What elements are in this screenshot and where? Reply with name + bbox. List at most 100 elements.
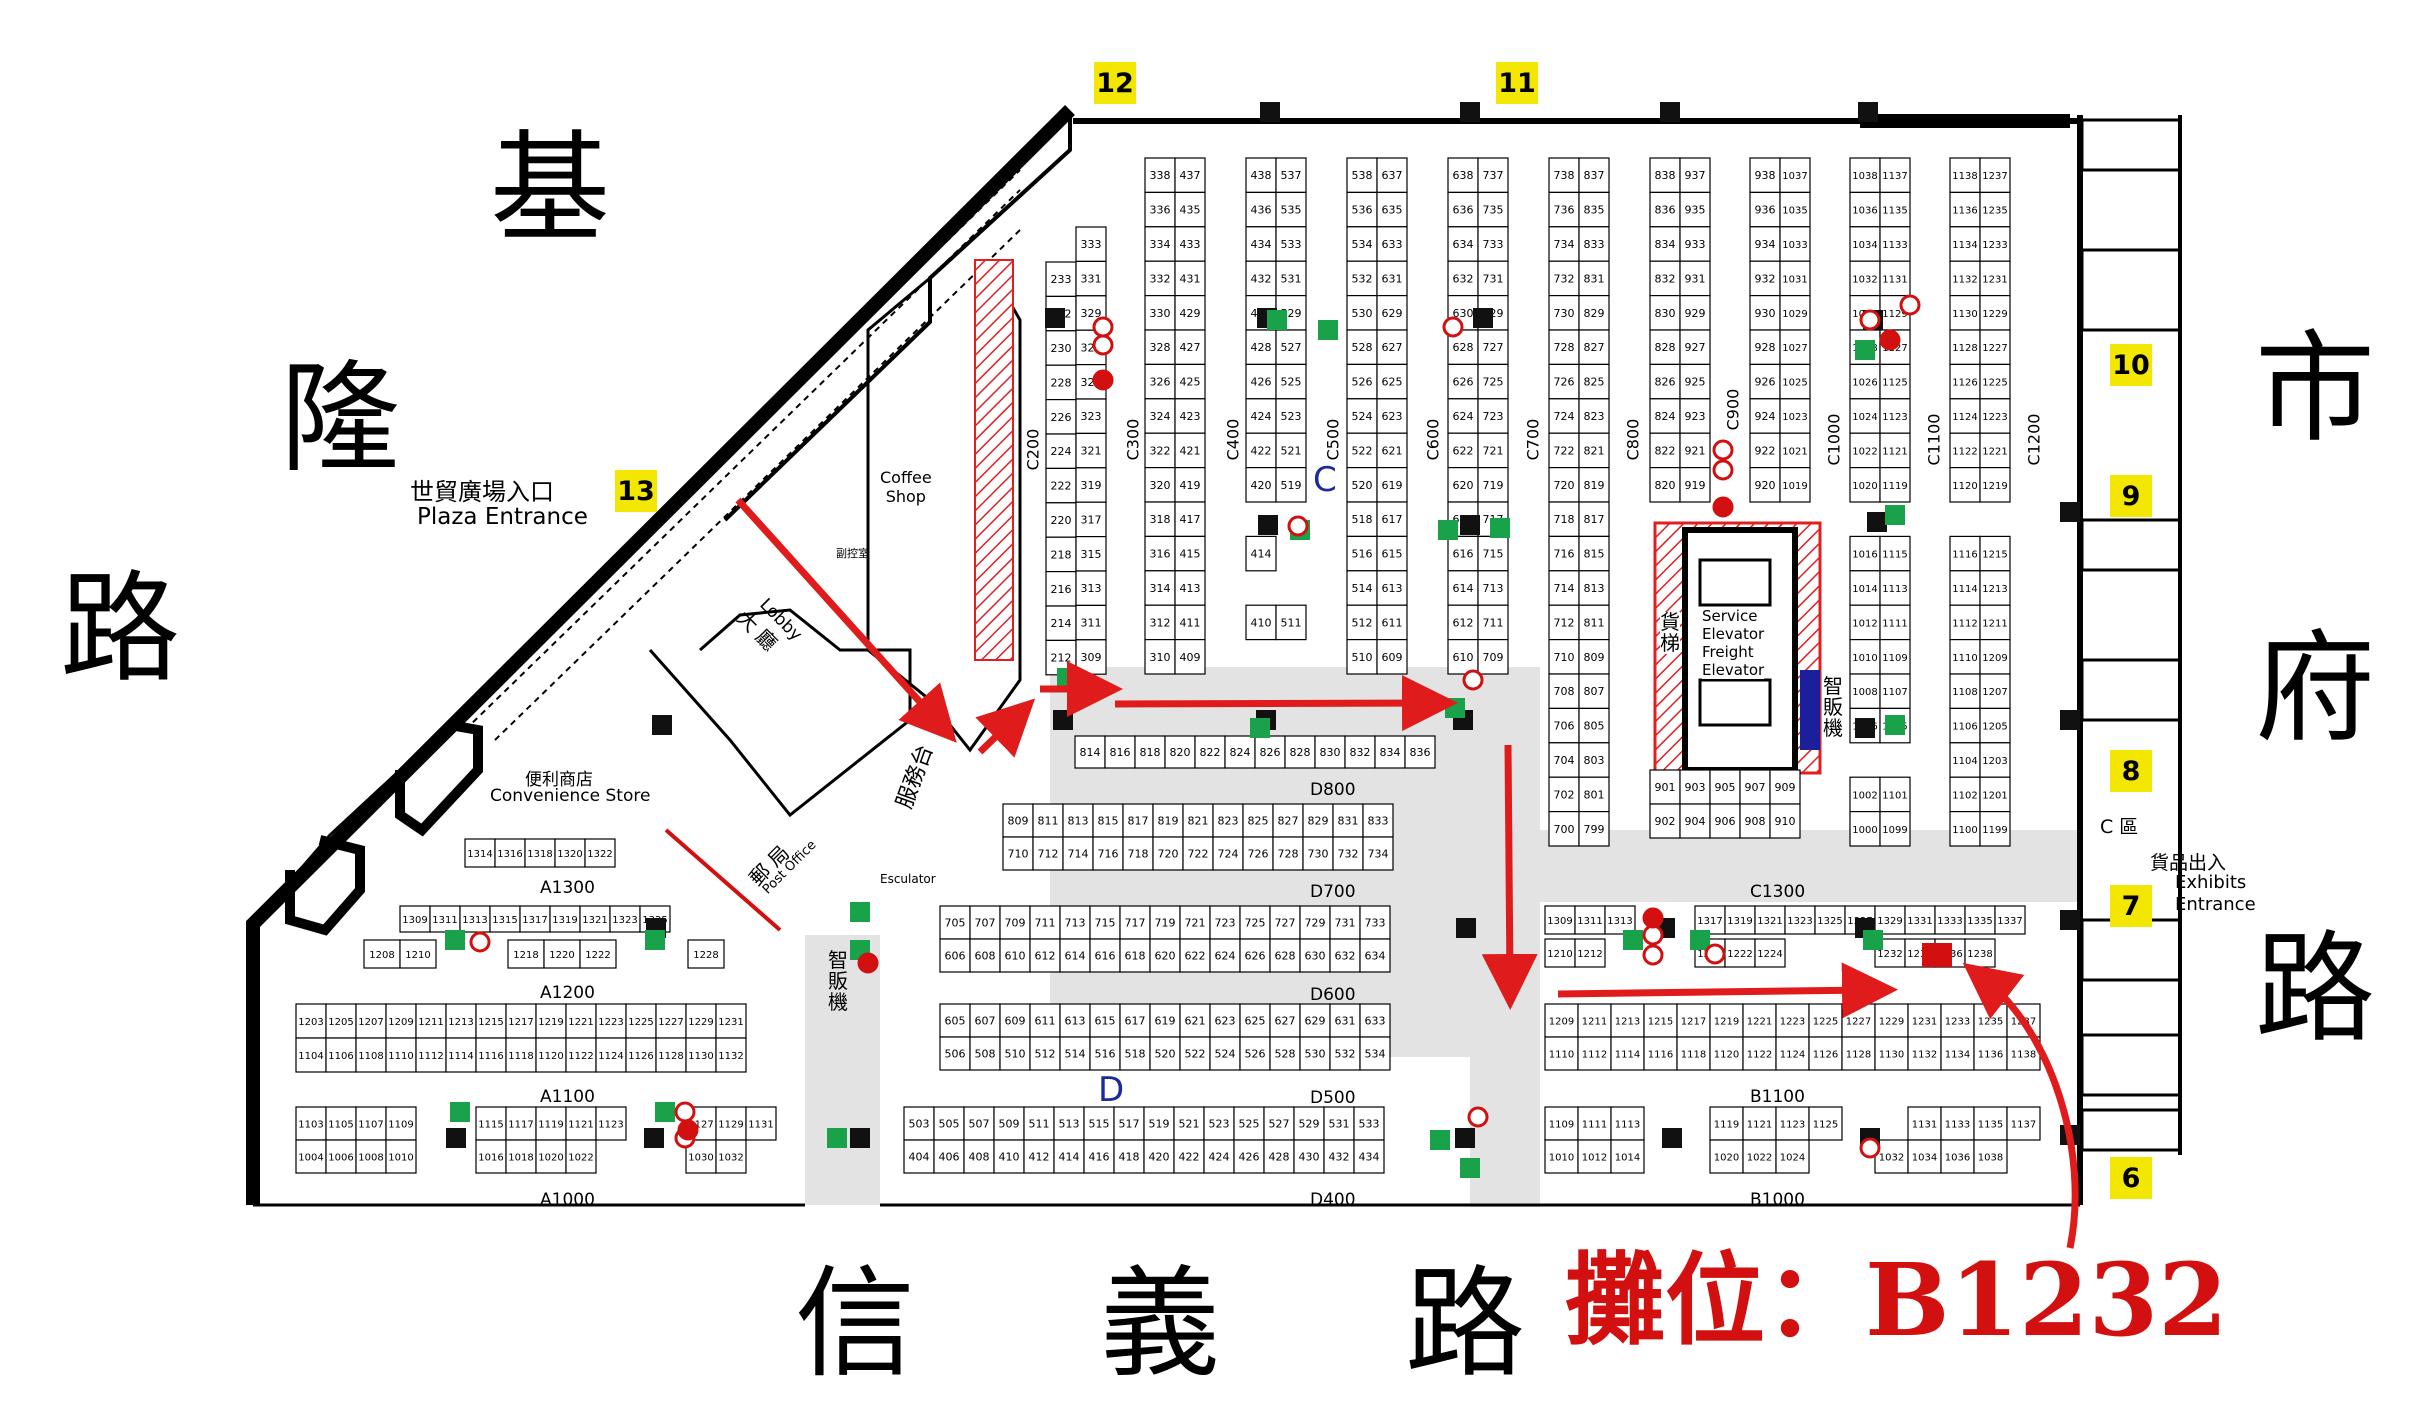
- booth-d600[interactable]: 615: [1089, 1003, 1121, 1038]
- booth-a1200[interactable]: 1205: [325, 1003, 357, 1039]
- booth-c[interactable]: 1114: [1949, 570, 1981, 606]
- booth-c[interactable]: 520: [1346, 467, 1378, 503]
- booth-c[interactable]: 411: [1174, 604, 1206, 641]
- booth-c200[interactable]: 218: [1045, 536, 1077, 573]
- booth-c300[interactable]: 333: [1075, 226, 1107, 263]
- booth-c[interactable]: 930: [1749, 295, 1781, 331]
- booth-c[interactable]: 635: [1376, 191, 1408, 228]
- booth-a1200[interactable]: 1213: [445, 1003, 477, 1039]
- booth-c[interactable]: 614: [1447, 570, 1479, 606]
- booth-c1300[interactable]: 1325: [1814, 905, 1846, 935]
- booth-d500[interactable]: 521: [1173, 1106, 1205, 1141]
- booth-c[interactable]: 617: [1376, 501, 1408, 538]
- booth-c[interactable]: 1106: [1949, 707, 1981, 744]
- booth-a1300[interactable]: 1309: [399, 905, 431, 933]
- booth-b1000[interactable]: 1010: [1544, 1139, 1579, 1174]
- booth-c[interactable]: 805: [1578, 707, 1610, 744]
- booth-a1100[interactable]: 1104: [295, 1037, 327, 1073]
- booth-c[interactable]: 828: [1649, 329, 1681, 366]
- booth-c[interactable]: 933: [1679, 226, 1711, 262]
- booth-c[interactable]: 937: [1679, 157, 1711, 194]
- booth-d600[interactable]: 609: [999, 1003, 1031, 1038]
- booth-c[interactable]: 316: [1144, 535, 1176, 572]
- booth-d700[interactable]: 734: [1362, 836, 1394, 871]
- booth-b1100[interactable]: 1123: [1775, 1106, 1810, 1141]
- booth-c[interactable]: 1223: [1979, 398, 2011, 434]
- booth-c[interactable]: 923: [1679, 398, 1711, 434]
- booth-c[interactable]: 712: [1548, 604, 1580, 641]
- booth-c[interactable]: 829: [1578, 295, 1610, 331]
- booth-d700[interactable]: 712: [1032, 836, 1064, 871]
- booth-a1100[interactable]: 1120: [535, 1037, 567, 1073]
- booth-c[interactable]: 714: [1548, 570, 1580, 606]
- booth-c[interactable]: 625: [1376, 363, 1408, 400]
- booth-c[interactable]: 1119: [1879, 467, 1911, 503]
- booth-c[interactable]: 1199: [1979, 810, 2011, 847]
- booth-c[interactable]: 1029: [1779, 295, 1811, 331]
- booth-d700[interactable]: 731: [1329, 905, 1361, 940]
- booth-c[interactable]: 609: [1376, 638, 1408, 675]
- booth-c[interactable]: 1021: [1779, 432, 1811, 469]
- booth-c[interactable]: 926: [1749, 363, 1781, 400]
- booth-d600[interactable]: 629: [1299, 1003, 1331, 1038]
- booth-a1200[interactable]: 1228: [687, 939, 725, 969]
- booth-a1100[interactable]: 1119: [535, 1106, 567, 1141]
- booth-c[interactable]: 511: [1275, 604, 1307, 641]
- booth-c[interactable]: 719: [1477, 467, 1509, 503]
- booth-c[interactable]: 921: [1679, 432, 1711, 469]
- booth-c[interactable]: 1131: [1879, 260, 1911, 297]
- booth-d700[interactable]: 714: [1062, 836, 1094, 871]
- booth-b1100[interactable]: 1135: [1973, 1106, 2008, 1141]
- booth-c[interactable]: 1124: [1949, 398, 1981, 434]
- booth-c[interactable]: 927: [1679, 329, 1711, 366]
- booth-c[interactable]: 523: [1275, 398, 1307, 434]
- booth-c[interactable]: 1112: [1949, 604, 1981, 641]
- booth-d600[interactable]: 622: [1179, 938, 1211, 973]
- booth-c1300[interactable]: 1212: [1574, 938, 1606, 968]
- booth-b1100[interactable]: 1132: [1907, 1036, 1942, 1071]
- booth-c[interactable]: 429: [1174, 295, 1206, 331]
- booth-c[interactable]: 619: [1376, 467, 1408, 503]
- booth-d600[interactable]: 632: [1329, 938, 1361, 973]
- booth-c[interactable]: 1036: [1849, 191, 1881, 228]
- booth-d600[interactable]: 605: [939, 1003, 971, 1038]
- booth-c[interactable]: 1100: [1949, 810, 1981, 847]
- booth-d700[interactable]: 707: [969, 905, 1001, 940]
- booth-c[interactable]: 938: [1749, 157, 1781, 194]
- booth-c[interactable]: 535: [1275, 191, 1307, 228]
- booth-c[interactable]: 928: [1749, 329, 1781, 366]
- booth-c[interactable]: 528: [1346, 329, 1378, 366]
- booth-a1100[interactable]: 1105: [325, 1106, 357, 1141]
- booth-a1200[interactable]: 1209: [385, 1003, 417, 1039]
- booth-b1100[interactable]: 1112: [1577, 1036, 1612, 1071]
- booth-b1000[interactable]: 1034: [1907, 1139, 1942, 1174]
- booth-c[interactable]: 1034: [1849, 226, 1881, 262]
- booth-d800[interactable]: 809: [1002, 803, 1034, 838]
- booth-c1300[interactable]: 1331: [1904, 905, 1936, 935]
- booth-c[interactable]: 332: [1144, 260, 1176, 297]
- booth-d700[interactable]: 727: [1269, 905, 1301, 940]
- booth-c[interactable]: 1203: [1979, 742, 2011, 778]
- booth-d400[interactable]: 412: [1023, 1139, 1055, 1174]
- booth-c[interactable]: 1207: [1979, 673, 2011, 710]
- booth-c[interactable]: 720: [1548, 467, 1580, 503]
- booth-d800[interactable]: 830: [1314, 735, 1346, 769]
- booth-c[interactable]: 425: [1174, 363, 1206, 400]
- booth-c[interactable]: 835: [1578, 191, 1610, 228]
- booth-b1000[interactable]: 1032: [1874, 1139, 1909, 1174]
- booth-d800[interactable]: 829: [1302, 803, 1334, 838]
- booth-a1100[interactable]: 1124: [595, 1037, 627, 1073]
- booth-c300[interactable]: 319: [1075, 467, 1107, 503]
- booth-b1100[interactable]: 1131: [1907, 1106, 1942, 1141]
- booth-d400[interactable]: 416: [1083, 1139, 1115, 1174]
- booth-c[interactable]: 1000: [1849, 810, 1881, 847]
- booth-b1100[interactable]: 1120: [1709, 1036, 1744, 1071]
- booth-c[interactable]: 623: [1376, 398, 1408, 434]
- booth-c[interactable]: 512: [1346, 604, 1378, 641]
- booth-c200[interactable]: 228: [1045, 364, 1077, 401]
- booth-c[interactable]: 822: [1649, 432, 1681, 469]
- booth-c[interactable]: 1128: [1949, 329, 1981, 366]
- booth-d600[interactable]: 608: [969, 938, 1001, 973]
- booth-d500[interactable]: 529: [1293, 1106, 1325, 1141]
- booth-a1000[interactable]: 1008: [355, 1139, 387, 1174]
